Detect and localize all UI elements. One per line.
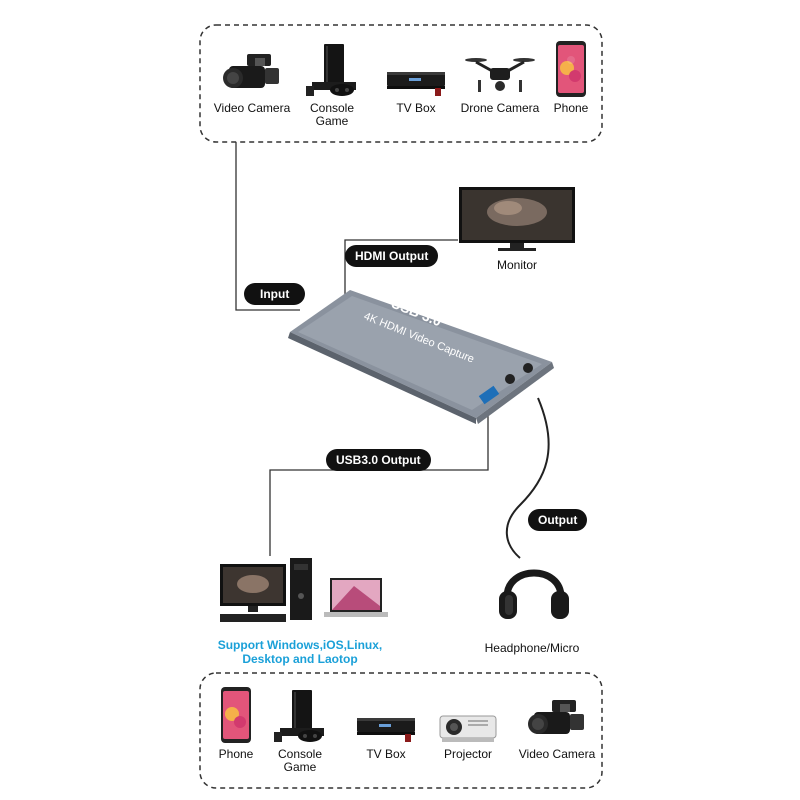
- capture-device: USB 3.0 4K HDMI Video Capture: [280, 284, 560, 424]
- monitor-label: Monitor: [496, 258, 537, 272]
- bottom-device-phone: Phone: [206, 682, 266, 761]
- bottom-device-video-camera: Video Camera: [510, 682, 604, 761]
- video-camera-icon: [528, 700, 584, 734]
- tv-box-icon: [387, 72, 445, 96]
- usb-output-wire: [269, 412, 489, 556]
- audio-output-pill: Output: [528, 509, 588, 531]
- top-device-console-game: Console Game: [292, 36, 372, 128]
- device-label: Drone Camera: [460, 101, 540, 115]
- audio-cable: [505, 397, 550, 559]
- monitor-icon: [459, 187, 575, 251]
- game-console-icon: [306, 44, 356, 96]
- top-device-tv-box: TV Box: [376, 36, 456, 115]
- capture-device-body: [288, 290, 554, 424]
- device-label: Phone: [218, 747, 254, 761]
- video-camera-icon: [223, 54, 279, 88]
- tv-box-icon: [357, 718, 415, 742]
- phone-icon: [221, 687, 251, 743]
- device-label: Console Game: [309, 101, 355, 128]
- projector-icon: [439, 715, 497, 742]
- bottom-device-console-game: Console Game: [262, 682, 338, 774]
- bottom-device-projector: Projector: [428, 682, 508, 761]
- hdmi-output-pill: HDMI Output: [345, 245, 439, 267]
- monitor: Monitor: [458, 186, 576, 272]
- desktop-pc-icon: [220, 558, 312, 622]
- input-wire: [235, 142, 300, 311]
- support-text-line2: Desktop and Laotop: [242, 652, 358, 666]
- top-device-group-border: [199, 24, 603, 143]
- device-label: TV Box: [396, 101, 436, 115]
- top-device-video-camera: Video Camera: [205, 36, 299, 115]
- hdmi-output-wire: [344, 239, 458, 295]
- headphone-icon: [499, 569, 569, 619]
- top-device-phone: Phone: [540, 36, 602, 115]
- top-device-drone-camera: Drone Camera: [454, 36, 546, 115]
- device-label: Projector: [443, 747, 493, 761]
- device-label: TV Box: [366, 747, 406, 761]
- device-label: Video Camera: [213, 101, 291, 115]
- device-label: Phone: [553, 101, 589, 115]
- headphone-label: Headphone/Micro: [484, 641, 580, 655]
- input-pill: Input: [244, 283, 306, 305]
- bottom-device-group-border: [199, 672, 603, 789]
- bottom-device-tv-box: TV Box: [346, 682, 426, 761]
- game-console-icon: [274, 690, 324, 742]
- drone-icon: [465, 58, 535, 92]
- computers-group: [218, 556, 390, 626]
- usb-output-pill: USB3.0 Output: [326, 449, 431, 471]
- device-label: Console Game: [277, 747, 323, 774]
- headphone: [497, 553, 571, 623]
- support-text-line1: Support Windows,iOS,Linux,: [217, 638, 383, 652]
- device-label: Video Camera: [518, 747, 596, 761]
- laptop-icon: [324, 578, 388, 617]
- phone-icon: [556, 41, 586, 97]
